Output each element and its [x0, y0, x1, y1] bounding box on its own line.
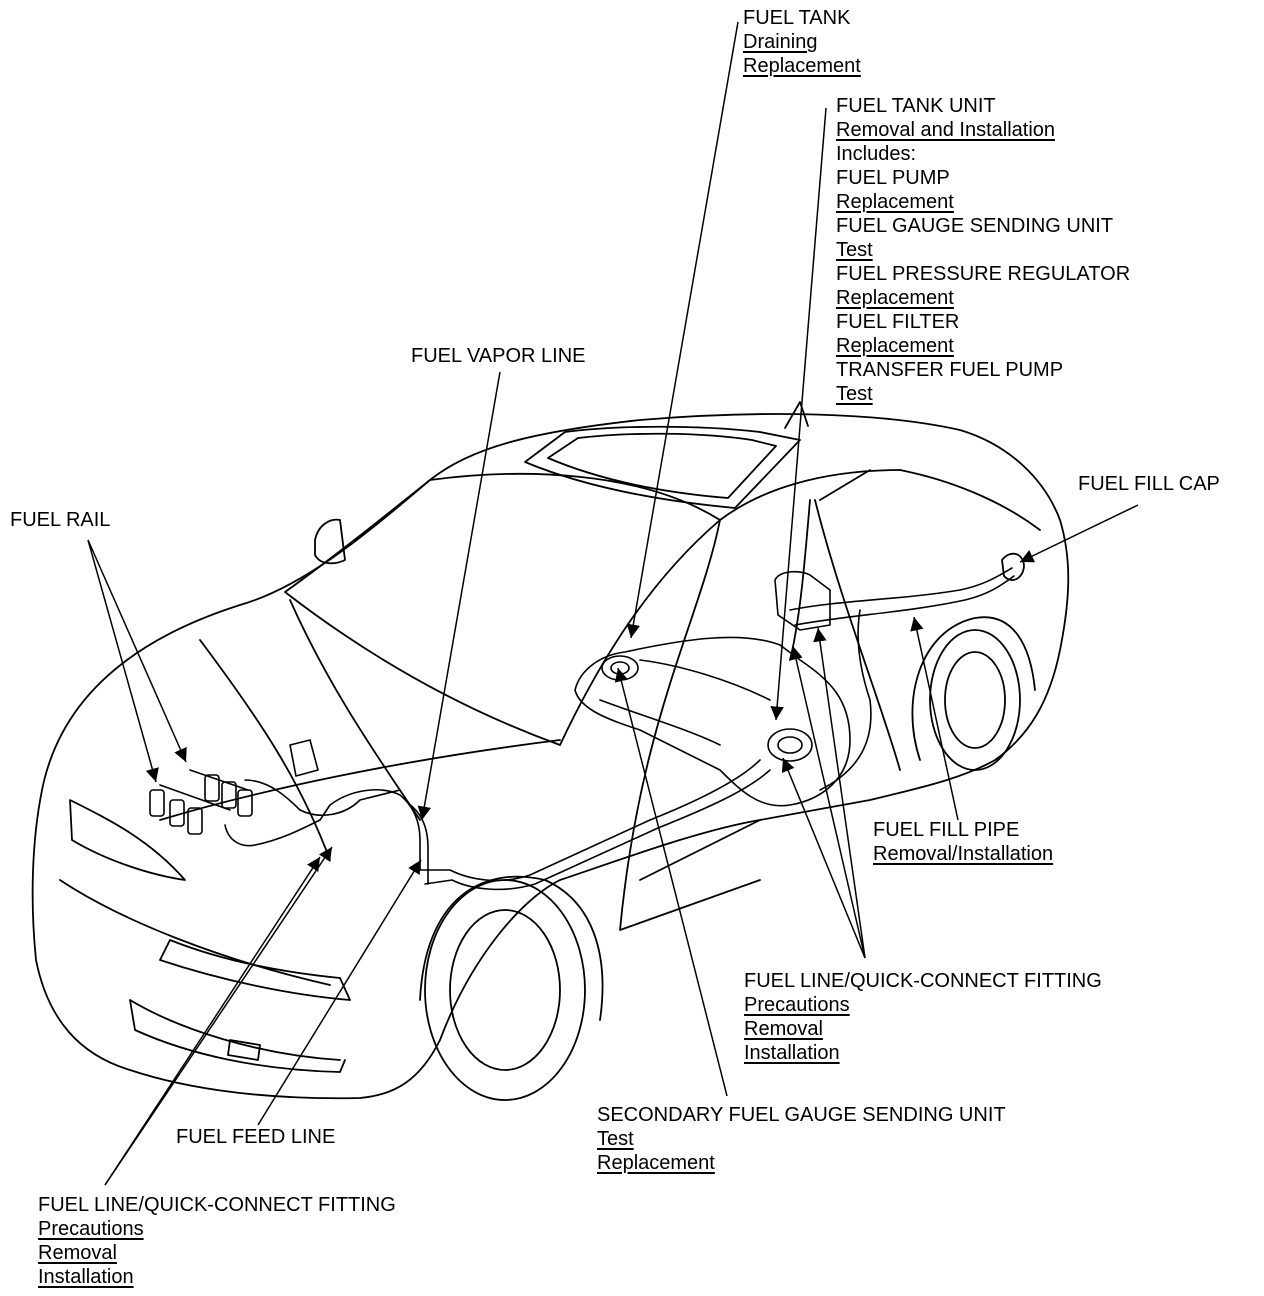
quick-connect-left-removal-link[interactable]: Removal: [38, 1242, 117, 1264]
secondary-gauge-test-link[interactable]: Test: [597, 1128, 634, 1150]
fuel-gauge-sending-unit-title: FUEL GAUGE SENDING UNIT: [836, 215, 1114, 237]
headlight: [69, 799, 186, 881]
quick-connect-right-title: FUEL LINE/QUICK-CONNECT FITTING: [744, 970, 1102, 992]
fuel-injectors: [149, 774, 253, 835]
front-bumper: [59, 879, 346, 1073]
tank-unit-opening: [767, 728, 813, 762]
quick-connect-right-precautions-link[interactable]: Precautions: [744, 994, 850, 1016]
door-lines: [619, 499, 901, 931]
label-quick-connect-right: FUEL LINE/QUICK-CONNECT FITTING Precauti…: [744, 969, 1102, 1065]
fuel-tank-unit-removal-link[interactable]: Removal and Installation: [836, 119, 1056, 141]
label-secondary-gauge: SECONDARY FUEL GAUGE SENDING UNIT Test R…: [597, 1103, 1006, 1175]
fuel-tank: [574, 636, 851, 807]
fuel-filter-replacement-link[interactable]: Replacement: [836, 335, 954, 357]
fuel-gauge-sending-unit-test-link[interactable]: Test: [836, 239, 873, 261]
fuel-filter-title: FUEL FILTER: [836, 311, 960, 333]
leader-lines: [87, 21, 1139, 1186]
fuel-tank-replacement-link[interactable]: Replacement: [743, 55, 861, 77]
fuel-pressure-regulator-replacement-link[interactable]: Replacement: [836, 287, 954, 309]
fuel-rail: [159, 769, 249, 811]
quick-connect-right-installation-link[interactable]: Installation: [744, 1042, 840, 1064]
quick-connect-left-precautions-link[interactable]: Precautions: [38, 1218, 144, 1240]
quick-connect-left-installation-link[interactable]: Installation: [38, 1266, 134, 1288]
fuel-feed-line-title: FUEL FEED LINE: [176, 1126, 336, 1148]
label-fuel-fill-pipe: FUEL FILL PIPE Removal/Installation: [873, 818, 1053, 866]
fuel-pump-replacement-link[interactable]: Replacement: [836, 191, 954, 213]
fuel-pump-title: FUEL PUMP: [836, 167, 950, 189]
fuel-tank-title: FUEL TANK: [743, 7, 851, 29]
quick-connect-left-title: FUEL LINE/QUICK-CONNECT FITTING: [38, 1194, 396, 1216]
quick-connect-right-removal-link[interactable]: Removal: [744, 1018, 823, 1040]
side-mirror: [314, 518, 346, 565]
label-quick-connect-left: FUEL LINE/QUICK-CONNECT FITTING Precauti…: [38, 1193, 396, 1289]
fuel-tank-unit-includes: Includes:: [836, 143, 917, 165]
label-fuel-rail: FUEL RAIL: [10, 508, 110, 532]
fuel-fill-pipe-title: FUEL FILL PIPE: [873, 819, 1020, 841]
transfer-fuel-pump-test-link[interactable]: Test: [836, 383, 873, 405]
fuel-tank-draining-link[interactable]: Draining: [743, 31, 818, 53]
front-wheel: [424, 879, 586, 1101]
label-fuel-tank-unit: FUEL TANK UNIT Removal and Installation …: [836, 94, 1130, 406]
antenna: [784, 401, 809, 429]
secondary-gauge-replacement-link[interactable]: Replacement: [597, 1152, 715, 1174]
fuel-pressure-regulator-title: FUEL PRESSURE REGULATOR: [836, 263, 1131, 285]
secondary-gauge-title: SECONDARY FUEL GAUGE SENDING UNIT: [597, 1104, 1006, 1126]
fuel-fill-pipe-removal-link[interactable]: Removal/Installation: [873, 843, 1054, 865]
label-fuel-fill-cap: FUEL FILL CAP: [1078, 472, 1220, 496]
fuel-tank-unit-title: FUEL TANK UNIT: [836, 95, 996, 117]
fuel-feed-line: [419, 759, 761, 882]
label-fuel-vapor-line: FUEL VAPOR LINE: [411, 344, 586, 368]
label-fuel-tank: FUEL TANK Draining Replacement: [743, 6, 861, 78]
windshield-outline: [284, 469, 901, 746]
transfer-fuel-pump-title: TRANSFER FUEL PUMP: [836, 359, 1064, 381]
label-fuel-feed-line: FUEL FEED LINE: [176, 1125, 335, 1149]
rear-wheel: [929, 629, 1021, 771]
sunroof-outline: [524, 425, 801, 509]
fuel-rail-title: FUEL RAIL: [10, 509, 111, 531]
fuel-fill-pipe: [789, 567, 1015, 626]
fuel-fill-cap-title: FUEL FILL CAP: [1078, 473, 1220, 495]
fuel-vapor-line-title: FUEL VAPOR LINE: [411, 345, 586, 367]
